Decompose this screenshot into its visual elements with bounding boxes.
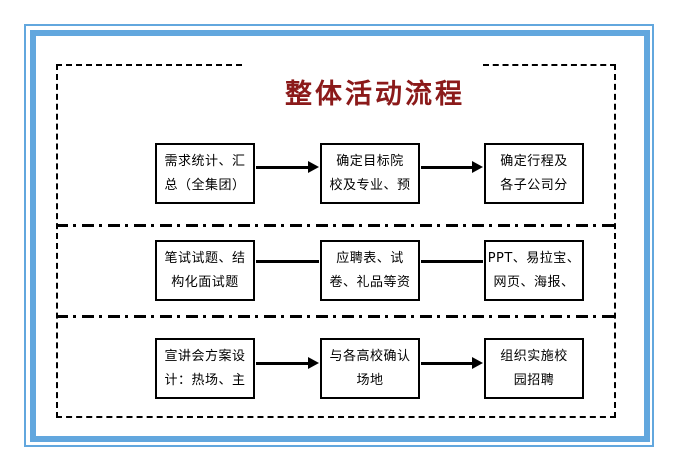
flow-node-promo-media: PPT、易拉宝、 网页、海报、 [484,240,584,301]
row-separator-1 [56,224,616,227]
node-text-line: 确定行程及 [500,154,568,169]
node-text-line: 需求统计、汇 [164,154,246,169]
flow-node-materials: 应聘表、试 卷、礼品等资 [320,240,420,301]
line-shaft [421,259,483,263]
node-text-line: 宣讲会方案设 [164,349,246,364]
node-text-line: PPT、易拉宝、 [487,251,581,266]
flow-node-target-schools: 确定目标院 校及专业、预 [320,143,420,204]
node-text-line: 网页、海报、 [493,275,575,290]
page-title: 整体活动流程 [285,79,465,110]
arrow-head-icon [308,161,319,173]
arrow-shaft [256,165,308,169]
flowchart-region [56,64,616,418]
line-row2-1 [256,254,319,268]
node-text-line: 确定目标院 [336,154,404,169]
arrow-shaft [421,165,472,169]
arrow-shaft [256,361,308,365]
node-text-line: 卷、礼品等资 [329,275,411,290]
page-border-inner [30,30,650,442]
arrow-row3-2 [421,356,483,370]
flow-node-itinerary: 确定行程及 各子公司分 [484,143,584,204]
node-text-line: 校及专业、预 [329,178,411,193]
node-text-line: 总（全集团） [164,178,246,193]
flow-node-session-plan: 宣讲会方案设 计：热场、主 [155,338,255,399]
node-text-line: 与各高校确认 [329,349,411,364]
flow-node-demand-summary: 需求统计、汇 总（全集团） [155,143,255,204]
node-text-line: 应聘表、试 [336,251,404,266]
node-text-line: 笔试试题、结 [164,251,246,266]
node-text-line: 园招聘 [513,373,555,388]
node-text-line: 场地 [356,373,384,388]
arrow-row3-1 [256,356,319,370]
line-shaft [256,259,319,263]
node-text-line: 构化面试题 [171,275,239,290]
flow-node-written-tests: 笔试试题、结 构化面试题 [155,240,255,301]
flow-node-confirm-venue: 与各高校确认 场地 [320,338,420,399]
flowchart-region-top-border-right [483,64,616,66]
node-text-line: 各子公司分 [500,178,568,193]
arrow-row1-1 [256,160,319,174]
page-border-outer [24,24,654,447]
arrow-head-icon [308,357,319,369]
node-text-line: 组织实施校 [500,349,568,364]
arrow-head-icon [472,161,483,173]
arrow-head-icon [472,357,483,369]
node-text-line: 计：热场、主 [164,373,246,388]
flow-node-execute-recruiting: 组织实施校 园招聘 [484,338,584,399]
row-separator-2 [56,315,616,318]
flowchart-region-top-border-left [56,64,242,66]
arrow-shaft [421,361,472,365]
line-row2-2 [421,254,483,268]
arrow-row1-2 [421,160,483,174]
